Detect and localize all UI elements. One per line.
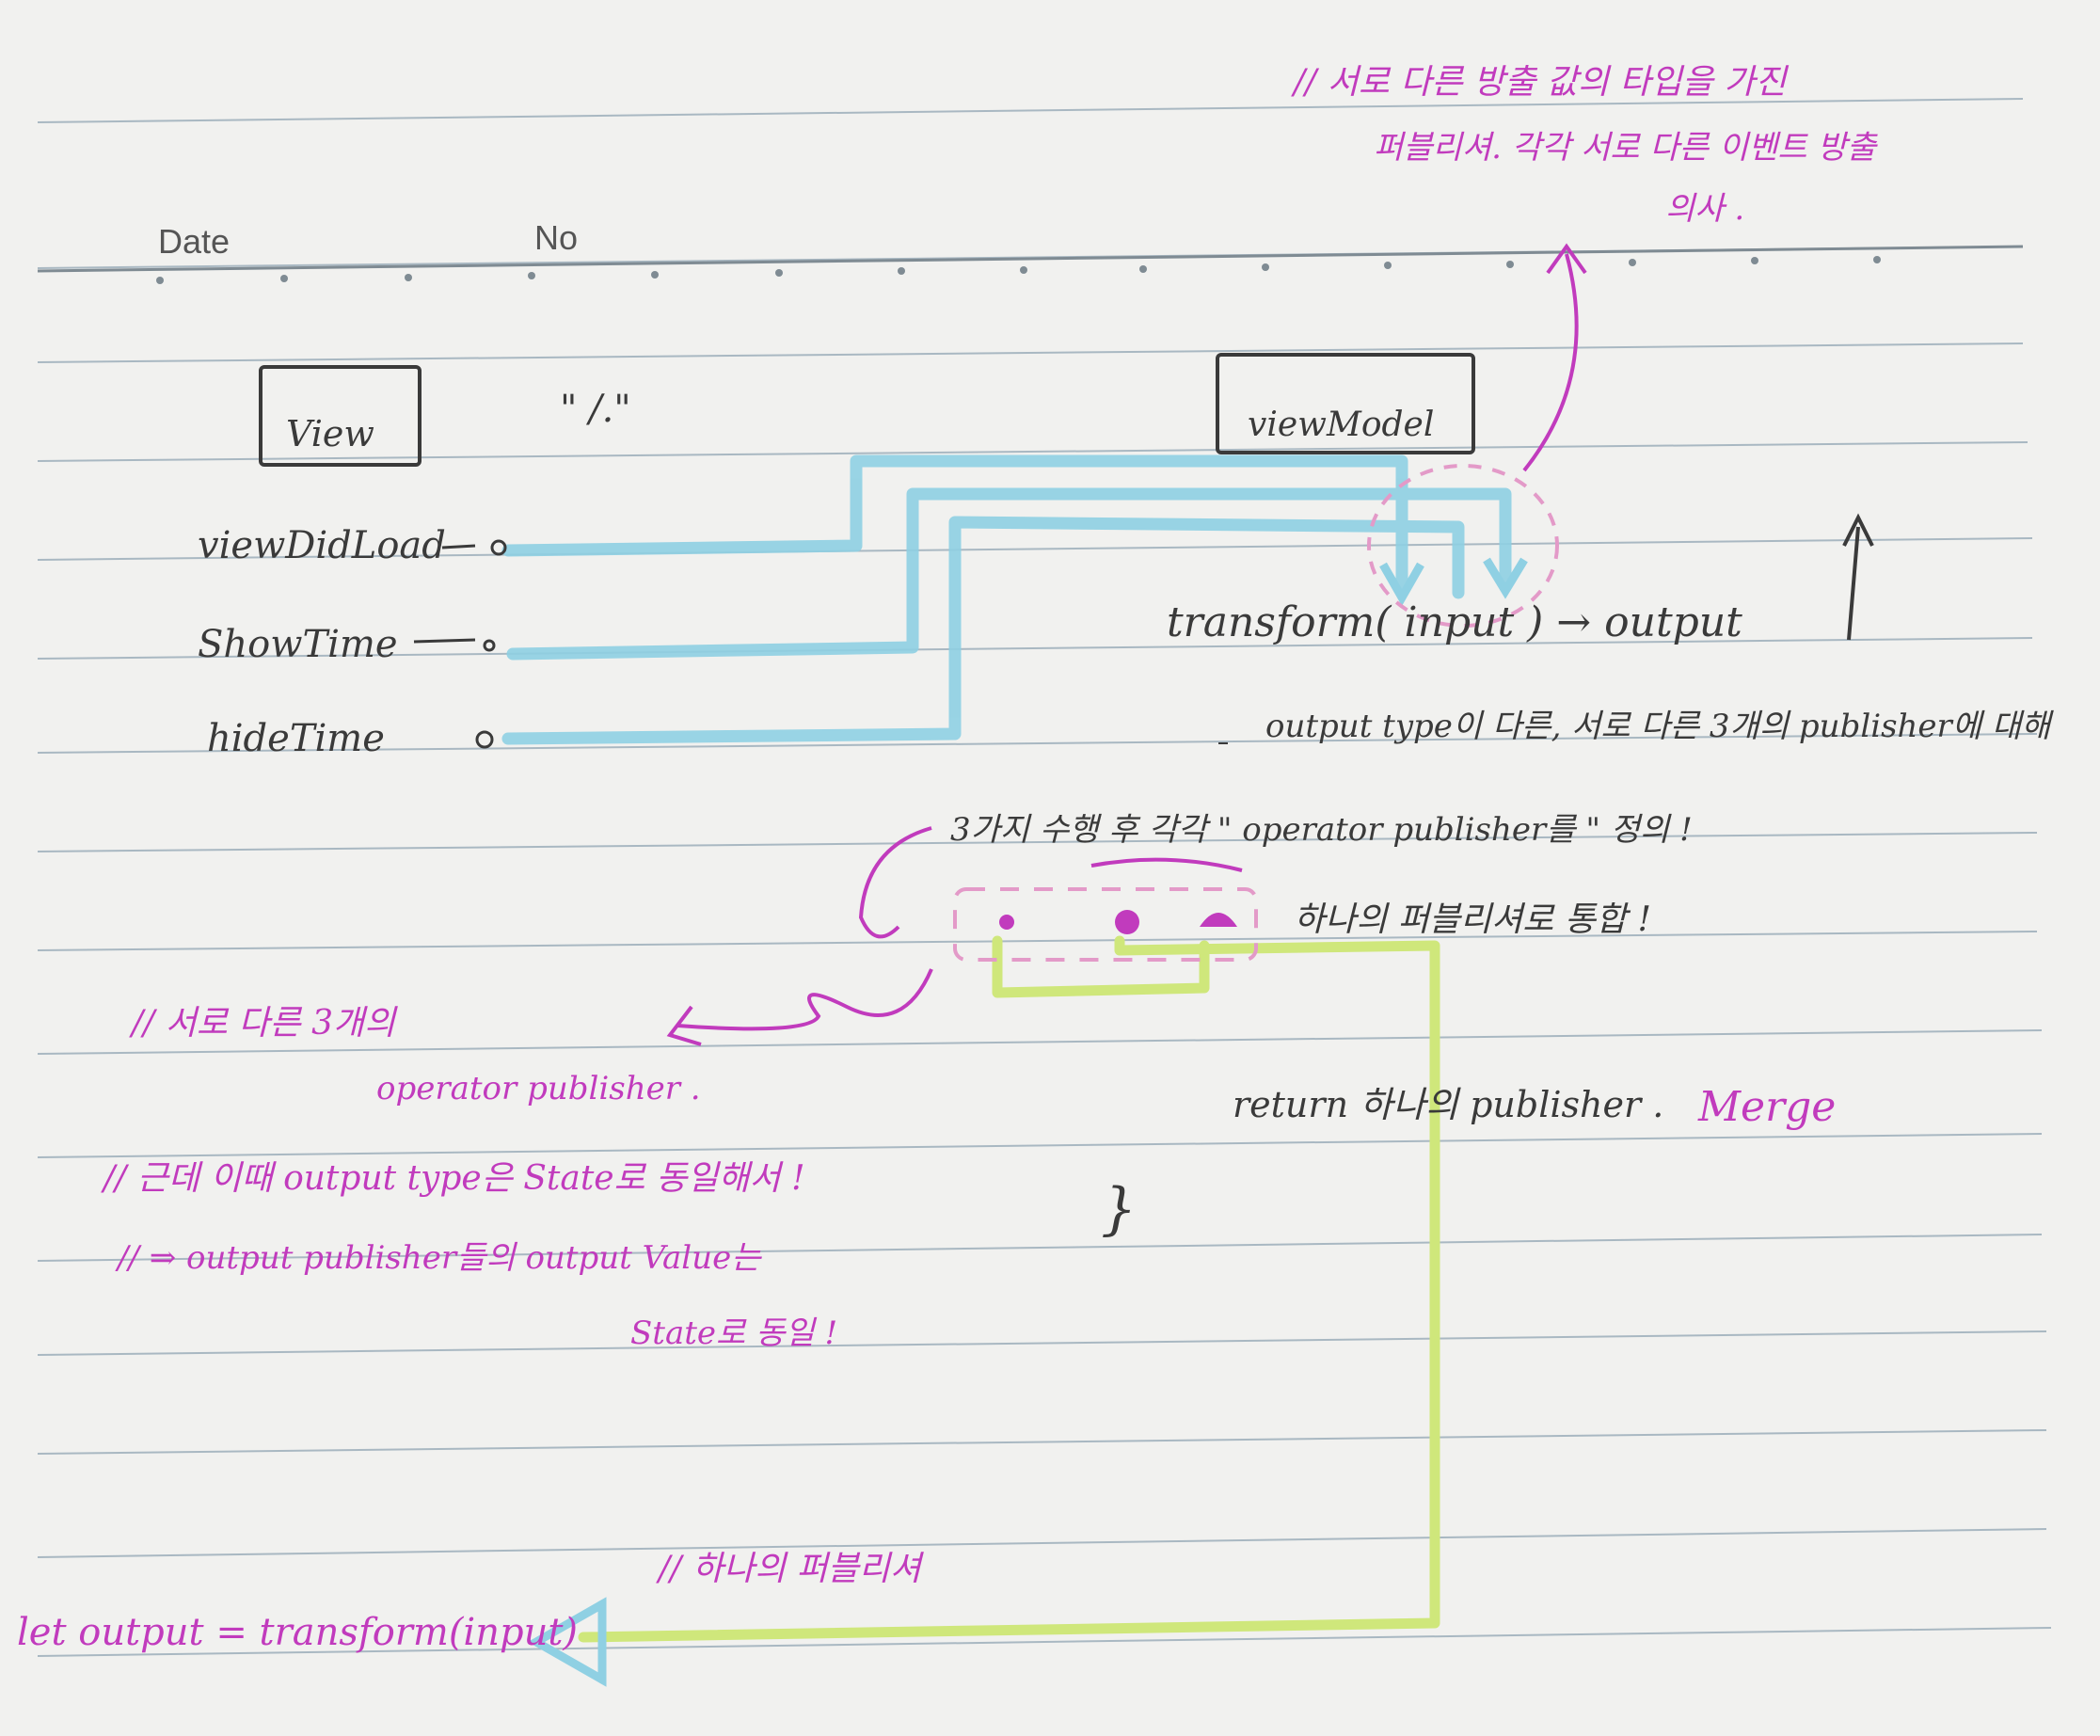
viewmodel-box: viewModel [1216,353,1475,454]
input-viewdidload: viewDidLoad [198,524,446,567]
green-merge-line [578,935,1440,1643]
input-dots [475,539,507,749]
state-note: // 근데 이때 output type은 State로 동일해서 ! [103,1159,805,1198]
let-output-line: let output = transform(input) [17,1611,579,1654]
pencil-arrow-up [1842,513,1874,641]
pink-dashed-circle [1367,464,1559,628]
blue-arrowheads [1379,557,1528,607]
header-dots [156,256,1881,284]
output-note-1: // ⇒ output publisher들의 output Value는 [118,1239,761,1277]
output-type-note: output type이 다른, 서로 다른 3개의 publisher에 대해 [1265,708,2051,745]
pink-underline [1090,857,1243,872]
ruled-lines [37,98,2052,1657]
view-box-label: View [286,413,374,454]
green-arrowhead [527,1597,607,1687]
top-note-line-2: 퍼블리셔. 각각 서로 다른 이벤트 방출 [1374,129,1877,167]
operator-dashed-box [953,887,1258,962]
blue-input-lines [501,454,1512,745]
transform-line: transform( input ) → output [1167,598,1742,646]
viewmodel-box-label: viewModel [1248,406,1435,444]
output-note-2: State로 동일 ! [630,1314,838,1352]
return-line: return 하나의 publisher . [1233,1084,1664,1125]
merge-word: Merge [1698,1083,1837,1131]
pink-squiggle-arrow [676,968,933,1031]
pink-curve-left [858,826,932,939]
input-hidetime: hideTime [207,717,385,760]
one-publisher-note: // 하나의 퍼블리셔 [659,1550,921,1588]
closing-brace: } [1101,1176,1138,1242]
date-label: Date [158,222,231,261]
pink-arrowhead-left [666,1005,702,1046]
top-note-line-1: // 서로 다른 방출 값의 타입을 가진 [1294,63,1787,102]
pencil-lines-left [413,544,476,644]
pink-arrowhead-up [1546,243,1587,275]
quote-mark: " /." [560,388,631,431]
no-label: No [534,218,579,257]
input-showtime: ShowTime [198,623,398,666]
view-box: View [259,365,422,467]
header-rule [37,245,2024,273]
merge-into-one-note: 하나의 퍼블리셔로 통합 ! [1294,900,1651,939]
pink-curve-arrow-up [1522,253,1579,472]
three-publishers-note-1: // 서로 다른 3개의 [132,1004,396,1043]
top-note-line-3: 의사 . [1665,190,1745,228]
operator-publisher-dots [999,910,1237,934]
operator-note: 3가지 수행 후 각각 " operator publisher를 " 정의 ! [950,811,1693,849]
three-publishers-note-2: operator publisher . [376,1070,701,1107]
